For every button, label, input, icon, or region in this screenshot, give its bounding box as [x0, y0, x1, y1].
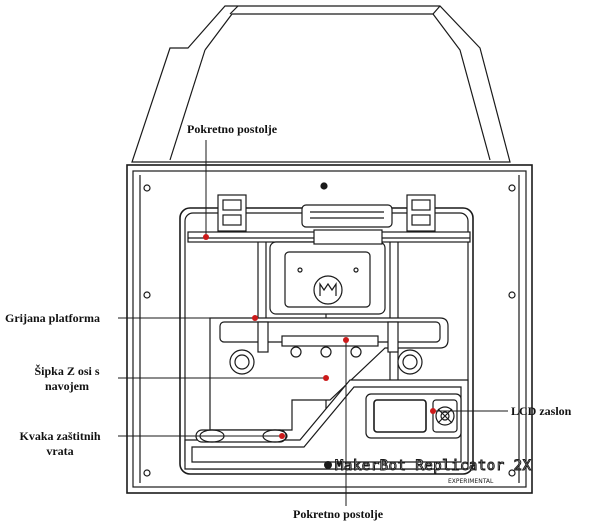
label-top-platform: Pokretno postolje	[187, 122, 278, 136]
label-lcd: LCD zaslon	[511, 404, 572, 418]
callout-dot-door-hook	[279, 433, 285, 439]
callout-dot-heated-platform	[252, 315, 258, 321]
label-z-rod: Šipka Z osi s navojem	[18, 364, 116, 394]
callout-lines	[118, 140, 508, 506]
callout-dots	[203, 234, 436, 439]
build-platform	[209, 317, 449, 431]
frame-screws	[143, 182, 516, 477]
label-heated-platform: Grijana platforma	[5, 311, 100, 325]
brand-name: MakerBot Replicator 2X	[335, 458, 532, 474]
label-door-hook-line1: Kvaka zaštitnih	[19, 429, 101, 443]
brand-plate: MakerBot Replicator 2X EXPERIMENTAL	[324, 458, 532, 485]
callout-dot-bottom-platform	[343, 337, 349, 343]
lcd-screen	[365, 393, 462, 439]
label-z-rod-line2: navojem	[45, 379, 89, 393]
callout-dot-top-gantry	[203, 234, 209, 240]
label-door-hook: Kvaka zaštitnih vrata	[4, 429, 116, 459]
callout-dot-z-rod	[323, 375, 329, 381]
label-door-hook-line2: vrata	[46, 444, 74, 458]
label-z-rod-line1: Šipka Z osi s	[34, 364, 100, 378]
printer-hood	[131, 5, 511, 163]
label-bottom-platform: Pokretno postolje	[293, 507, 384, 521]
extruder-carriage	[269, 229, 386, 315]
callout-dot-lcd	[430, 408, 436, 414]
brand-sub: EXPERIMENTAL	[448, 478, 494, 485]
